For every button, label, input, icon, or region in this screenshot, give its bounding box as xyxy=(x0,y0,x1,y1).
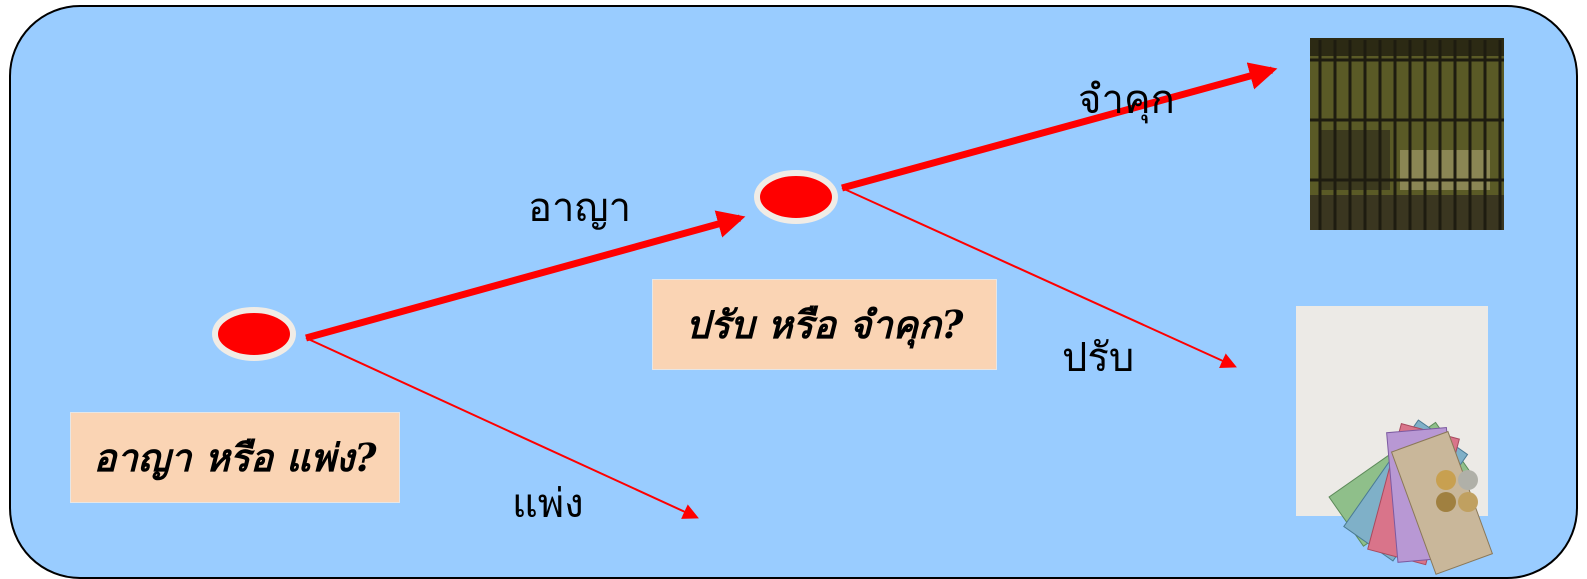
label-civil: แพ่ง xyxy=(512,481,584,527)
label-criminal: อาญา xyxy=(528,185,632,231)
question-box-fine-or-prison: ปรับ หรือ จำคุก? xyxy=(652,279,997,370)
arrow-prison xyxy=(841,62,1278,192)
arrow-civil xyxy=(305,337,699,519)
arrow-criminal xyxy=(305,210,746,342)
decision-node-1 xyxy=(212,307,296,361)
decision-node-2 xyxy=(754,170,838,224)
prison-photo xyxy=(1310,38,1504,230)
label-prison: จำคุก xyxy=(1078,77,1175,123)
banknotes-photo xyxy=(1296,306,1494,575)
label-fine: ปรับ xyxy=(1062,335,1135,381)
arrow-fine xyxy=(841,187,1237,368)
question-box-criminal-or-civil: อาญา หรือ แพ่ง? xyxy=(70,412,400,503)
